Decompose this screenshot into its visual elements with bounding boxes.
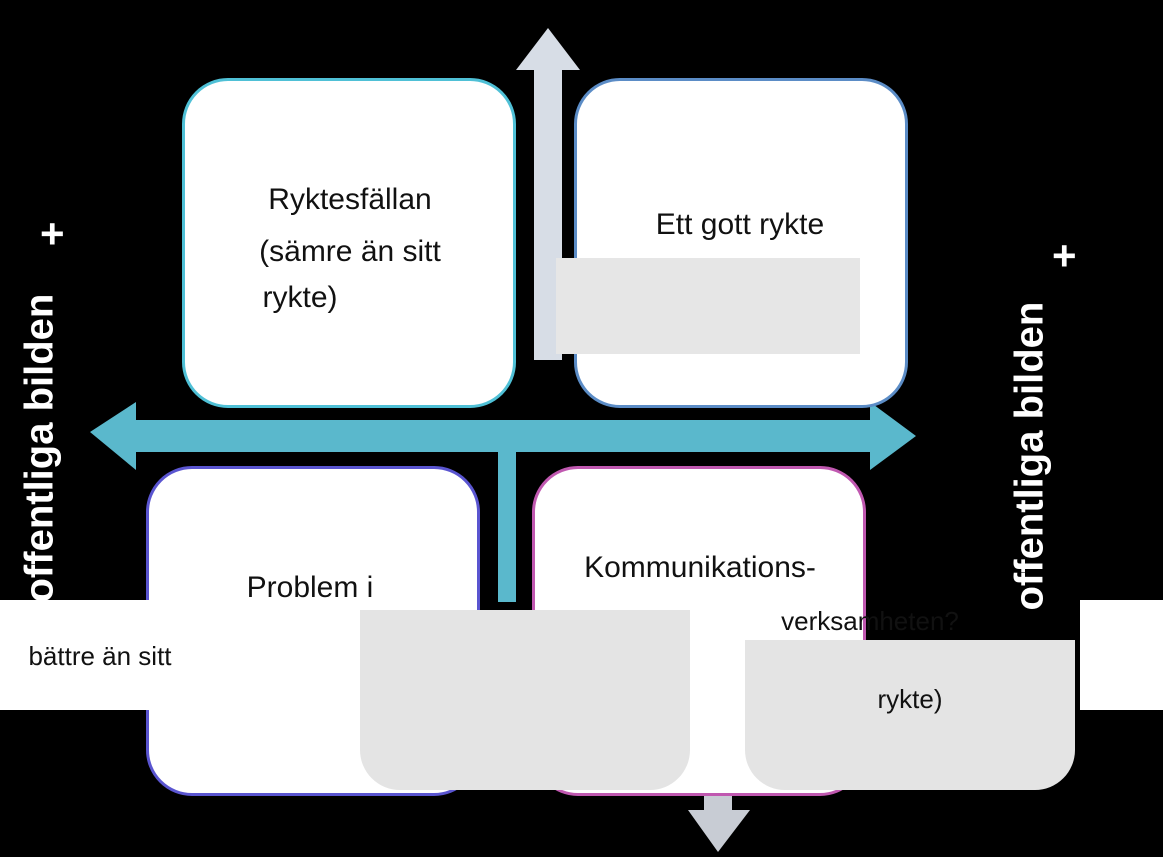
left-axis-label: offentliga bilden xyxy=(17,293,62,603)
up-arrow xyxy=(516,28,580,360)
overlay-block-right xyxy=(1080,600,1163,710)
quadrant-bottom-right-subtitle2: rykte) xyxy=(877,684,943,714)
left-plus-sign: + xyxy=(40,210,65,257)
quadrant-bottom-left-title: Problem i xyxy=(246,571,374,604)
quadrant-top-right-title: Ett gott rykte xyxy=(655,208,825,241)
quadrant-bottom-left-subtitle: bättre än sitt xyxy=(28,641,172,671)
overlay-block-bottom-right xyxy=(745,640,1075,790)
overlay-block-left xyxy=(0,600,250,710)
vertical-axis xyxy=(498,432,516,602)
quadrant-top-left-title: Ryktesfällan xyxy=(268,183,432,216)
down-arrow xyxy=(688,770,750,852)
quadrant-bottom-right-title: Kommunikations- xyxy=(584,551,816,584)
right-plus-sign: + xyxy=(1052,232,1077,279)
quadrant-top-left-subtitle: (sämre än sitt xyxy=(259,235,441,268)
top-right-gray-block xyxy=(556,258,860,354)
quadrant-bottom-right-subtitle: verksamheten? xyxy=(781,606,959,636)
right-axis-label: offentliga bilden xyxy=(1007,301,1052,611)
quadrant-top-left-subtitle2: rykte) xyxy=(262,281,338,314)
overlay-block-bottom-center xyxy=(360,610,690,790)
quadrant-top-left xyxy=(182,78,516,408)
